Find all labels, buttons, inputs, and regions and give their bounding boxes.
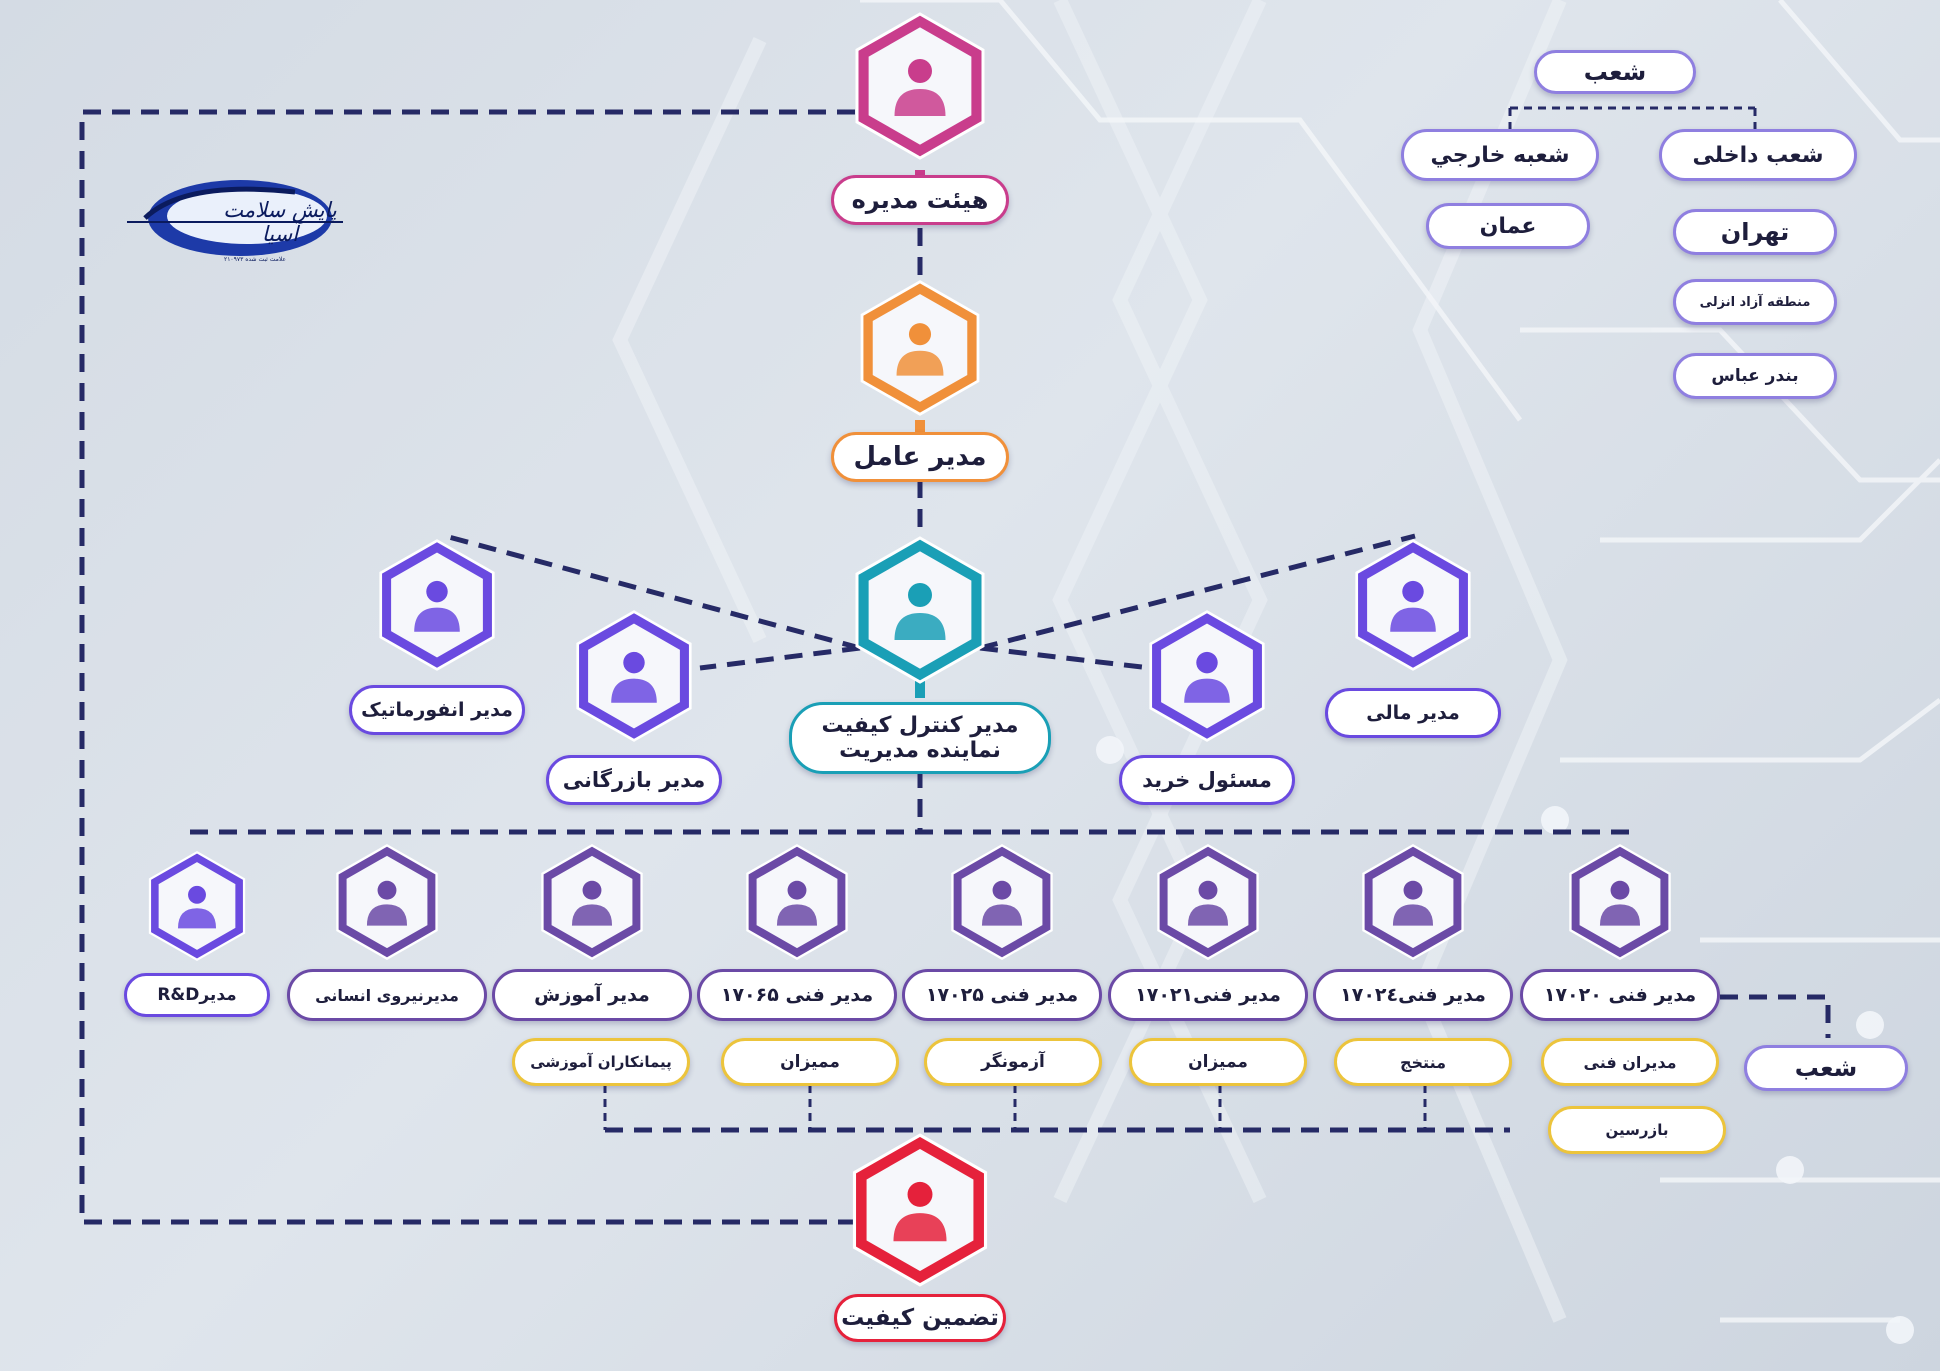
tech-17024-label: مدیر فنی۱۷۰۲٤ xyxy=(1313,969,1513,1021)
auditors-1-label: ممیزان xyxy=(721,1038,899,1086)
foreign-branch-label: شعبه خارجي xyxy=(1401,129,1599,181)
tech-17025-label: مدیر فنی ۱۷۰۲۵ xyxy=(902,969,1102,1021)
company-logo xyxy=(127,180,343,256)
logo-subtext: علامت ثبت شده ۲۱۰۹۷۳ xyxy=(223,256,287,263)
tech-managers-label: مدیران فنی xyxy=(1541,1038,1719,1086)
oman-branch-label: عمان xyxy=(1426,203,1590,249)
logo-text: پایش سلامت آسیا xyxy=(223,198,337,246)
hr-hexagon xyxy=(328,843,446,961)
tech-17021-hexagon xyxy=(1149,843,1267,961)
training-manager-label: مدیر آموزش xyxy=(492,969,692,1021)
rd-manager-label: مدیرR&D xyxy=(124,973,270,1017)
qc-line2: نماینده مدیریت xyxy=(839,738,1001,763)
qc-manager-hexagon xyxy=(845,535,995,685)
tech-17024-hexagon xyxy=(1354,843,1472,961)
tech-17021-label: مدیر فنی۱۷۰۲۱ xyxy=(1108,969,1308,1021)
person-head-icon xyxy=(1403,880,1423,900)
informatics-label: مدیر انفورماتیک xyxy=(349,685,525,735)
anzali-branch-label: منطقه آزاد انزلی xyxy=(1673,279,1837,325)
person-head-icon xyxy=(907,1181,933,1207)
person-head-icon xyxy=(582,880,602,900)
person-body-icon xyxy=(571,904,613,926)
bandar-abbas-branch-label: بندر عباس xyxy=(1673,353,1837,399)
tech-17020-label: مدیر فنی ۱۷۰۲۰ xyxy=(1520,969,1720,1021)
person-head-icon xyxy=(908,583,932,607)
tech-17065-hexagon xyxy=(738,843,856,961)
qc-manager-label: مدیر کنترل کیفیت نماینده مدیریت xyxy=(789,702,1051,774)
commerce-label: مدیر بازرگانی xyxy=(546,755,722,805)
rd-hexagon xyxy=(141,850,253,962)
board-hexagon xyxy=(845,11,995,161)
training-hexagon xyxy=(533,843,651,961)
person-head-icon xyxy=(1196,651,1218,674)
auditors-2-label: ممیزان xyxy=(1129,1038,1307,1086)
purchase-hexagon xyxy=(1140,609,1274,743)
qc-line1: مدیر کنترل کیفیت xyxy=(821,712,1019,738)
person-body-icon xyxy=(1184,678,1230,703)
person-head-icon xyxy=(426,580,448,603)
person-head-icon xyxy=(992,880,1012,900)
person-head-icon xyxy=(1402,580,1424,603)
person-body-icon xyxy=(1392,904,1434,926)
person-head-icon xyxy=(908,59,932,83)
person-body-icon xyxy=(414,607,460,632)
branches-title: شعب xyxy=(1534,50,1696,94)
person-body-icon xyxy=(894,89,946,116)
ceo-hexagon xyxy=(851,279,989,417)
commerce-hexagon xyxy=(567,609,701,743)
person-head-icon xyxy=(377,880,397,900)
person-body-icon xyxy=(776,904,818,926)
person-body-icon xyxy=(893,1213,947,1242)
ceo-label: مدیر عامل xyxy=(831,432,1009,482)
board-label: هیئت مدیره xyxy=(831,175,1009,225)
domestic-branches-label: شعب داخلی xyxy=(1659,129,1857,181)
tester-label: آزمونگر xyxy=(924,1038,1102,1086)
purchase-label: مسئول خرید xyxy=(1119,755,1295,805)
person-body-icon xyxy=(366,904,408,926)
finance-label: مدیر مالی xyxy=(1325,688,1501,738)
person-body-icon xyxy=(1390,607,1436,632)
quality-assurance-label: تضمین کیفیت xyxy=(834,1294,1006,1342)
person-body-icon xyxy=(611,678,657,703)
contractors-label: پیمانکاران آموزشی xyxy=(512,1038,690,1086)
person-head-icon xyxy=(623,651,645,674)
person-body-icon xyxy=(896,350,944,376)
person-body-icon xyxy=(1599,904,1641,926)
quality-assurance-hexagon xyxy=(842,1132,998,1288)
person-head-icon xyxy=(1610,880,1630,900)
tech-17065-label: مدیر فنی ۱۷۰۶۵ xyxy=(697,969,897,1021)
person-head-icon xyxy=(188,885,206,904)
person-head-icon xyxy=(787,880,807,900)
hr-manager-label: مدیرنیروی انسانی xyxy=(287,969,487,1021)
finance-hexagon xyxy=(1346,538,1480,672)
person-head-icon xyxy=(908,323,932,346)
person-body-icon xyxy=(1187,904,1229,926)
tech-17020-hexagon xyxy=(1561,843,1679,961)
informatics-hexagon xyxy=(370,538,504,672)
person-head-icon xyxy=(1198,880,1218,900)
inspectors-label: بازرسین xyxy=(1548,1106,1726,1154)
side-branches-label: شعب xyxy=(1744,1045,1908,1091)
person-body-icon xyxy=(981,904,1023,926)
tech-17025-hexagon xyxy=(943,843,1061,961)
person-body-icon xyxy=(894,613,946,640)
certifier-label: منتخج xyxy=(1334,1038,1512,1086)
tehran-branch-label: تهران xyxy=(1673,209,1837,255)
person-body-icon xyxy=(177,908,217,929)
